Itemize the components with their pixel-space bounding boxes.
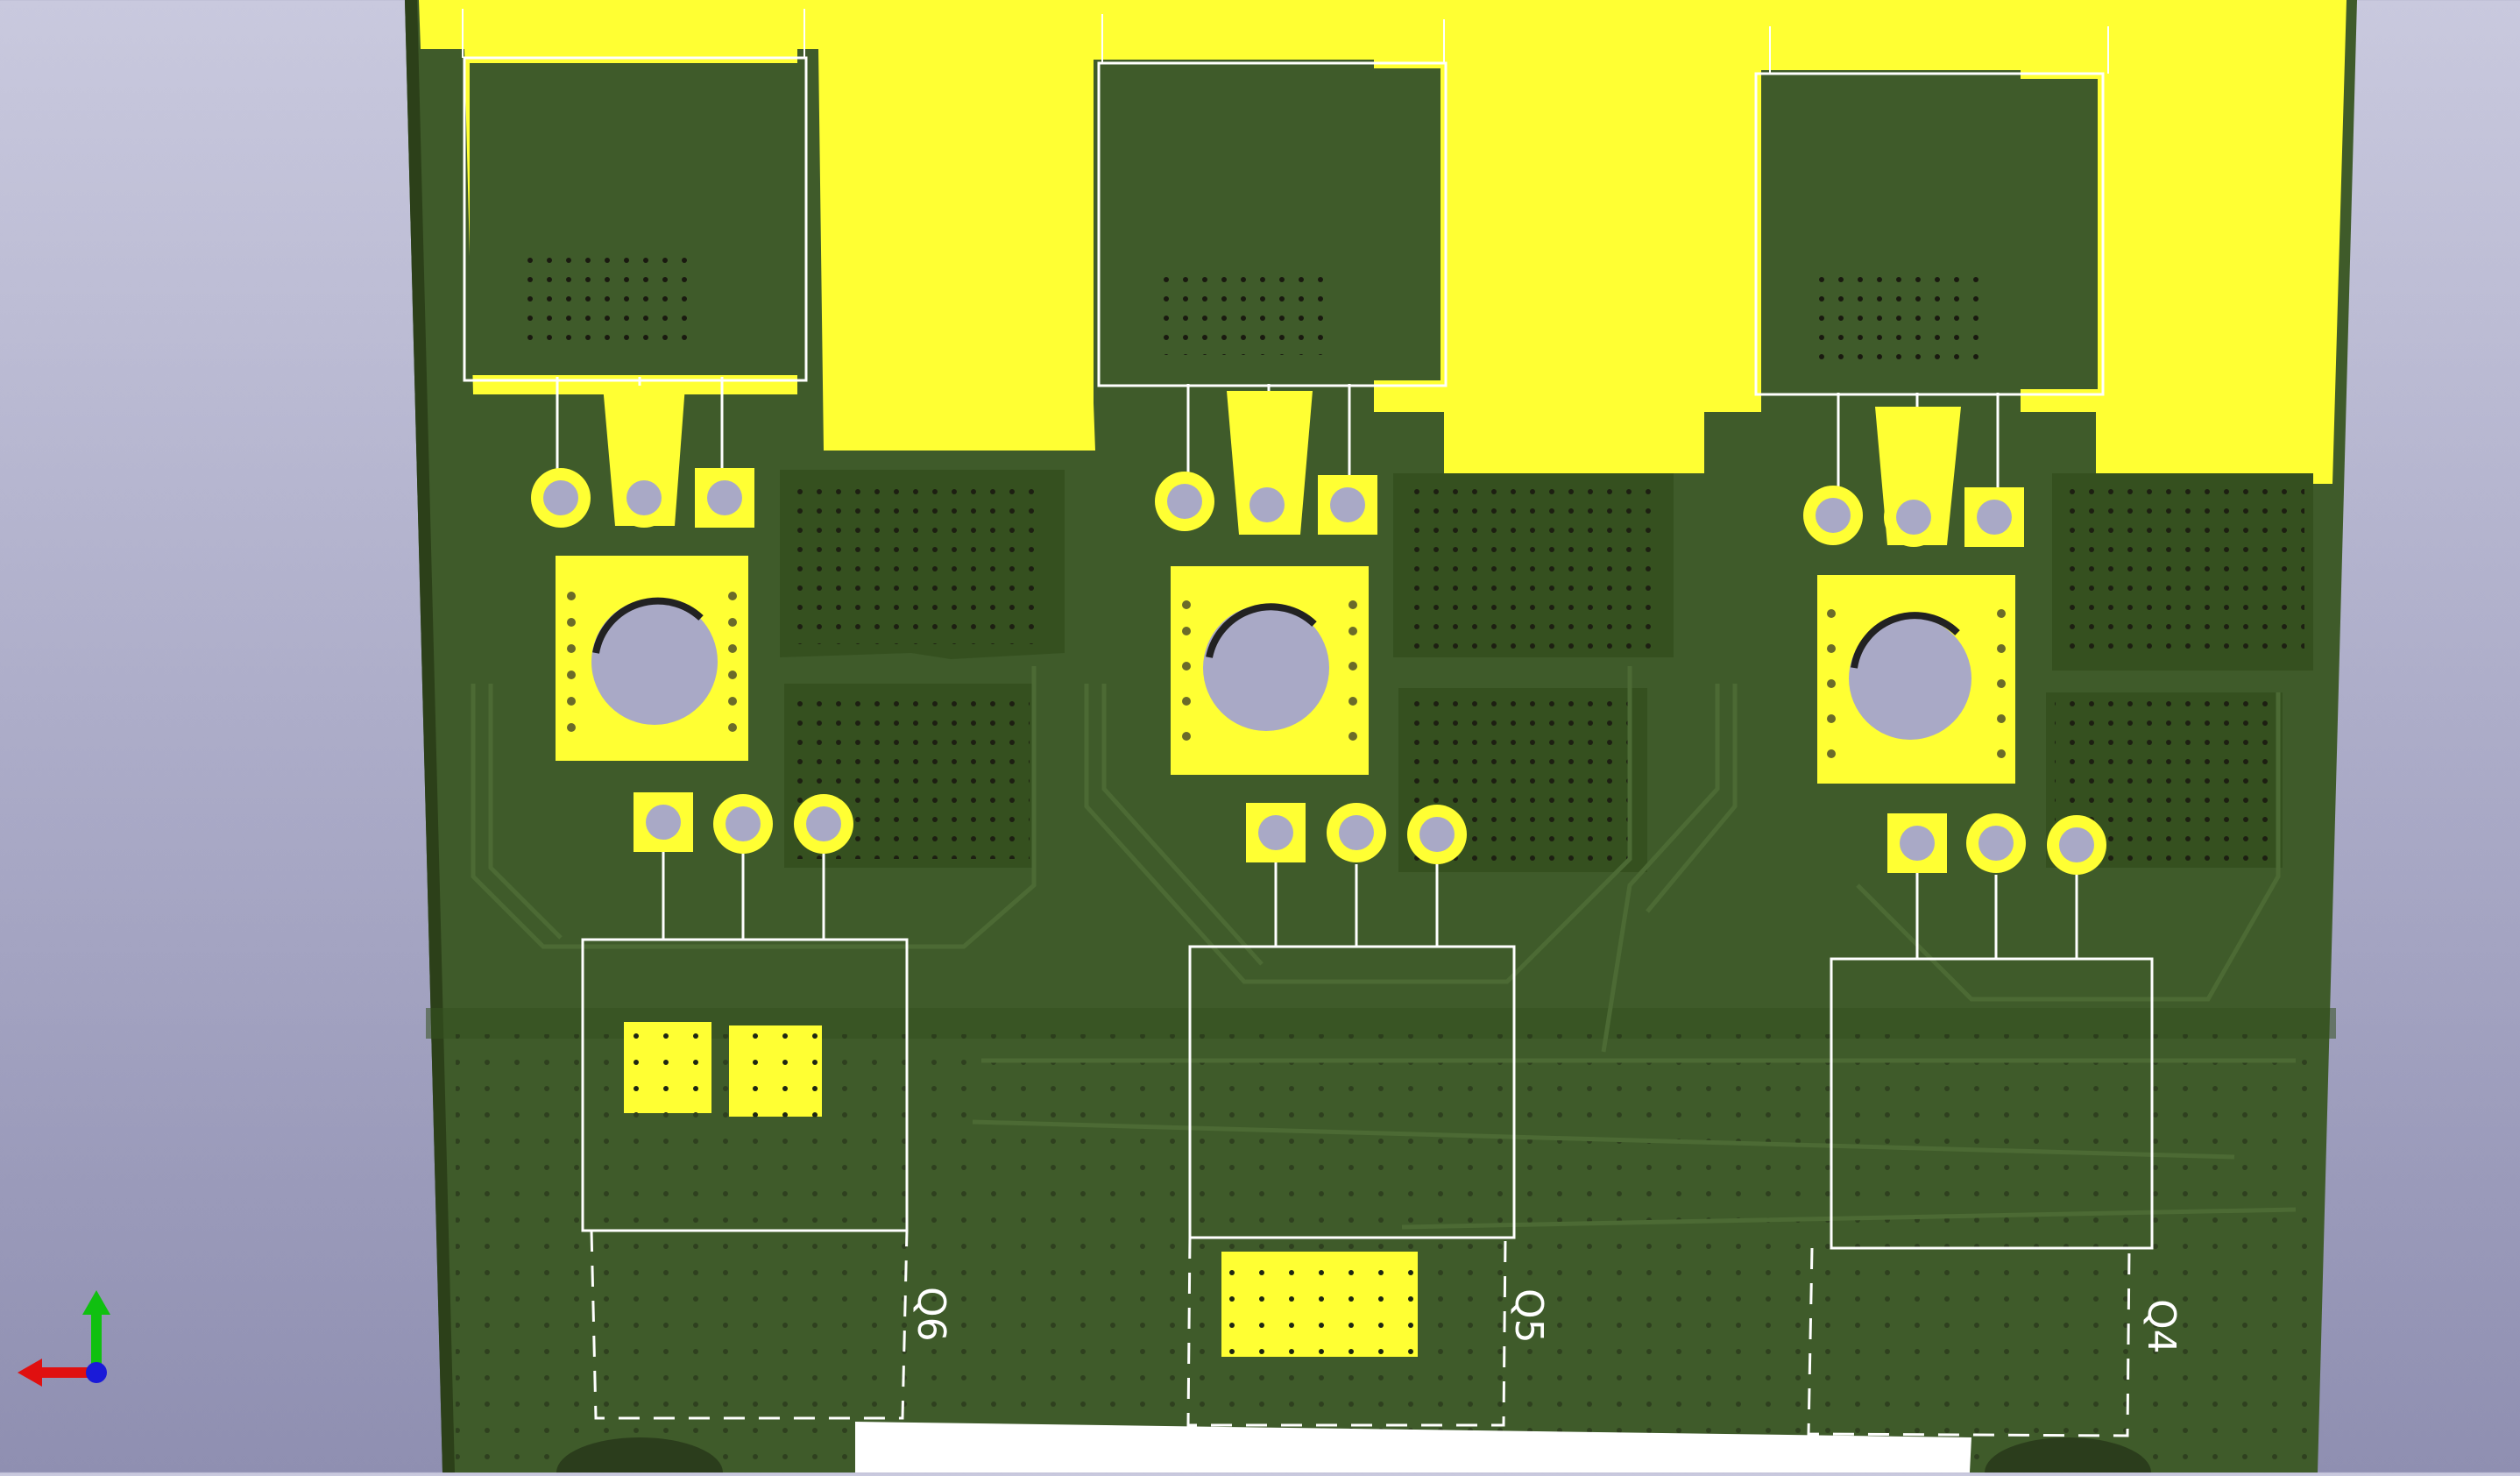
bottom-silk-area [855,1422,1971,1472]
mounting-pad-rivets [567,592,2006,758]
board-edge-shadow [405,0,455,1472]
transistor-block-middle [1097,14,1516,1427]
pad-vias [526,250,701,342]
mounting-hole [591,599,718,725]
xyz-axis-gizmo-icon [18,1290,110,1387]
silk-outline-bottom [581,938,909,1232]
signal-traces [471,666,2297,1230]
bottom-left-hole [556,1437,723,1476]
bottom-right-hole [1985,1437,2151,1476]
silk-outline-top [463,56,808,382]
transistor-block-left [462,9,909,1420]
z-axis-icon [86,1362,107,1383]
transistor-block-right [1754,26,2154,1437]
ref-label-q6: Q6 [909,1287,953,1342]
ref-label-q4: Q4 [2139,1299,2184,1354]
ref-label-q5: Q5 [1506,1288,1551,1344]
